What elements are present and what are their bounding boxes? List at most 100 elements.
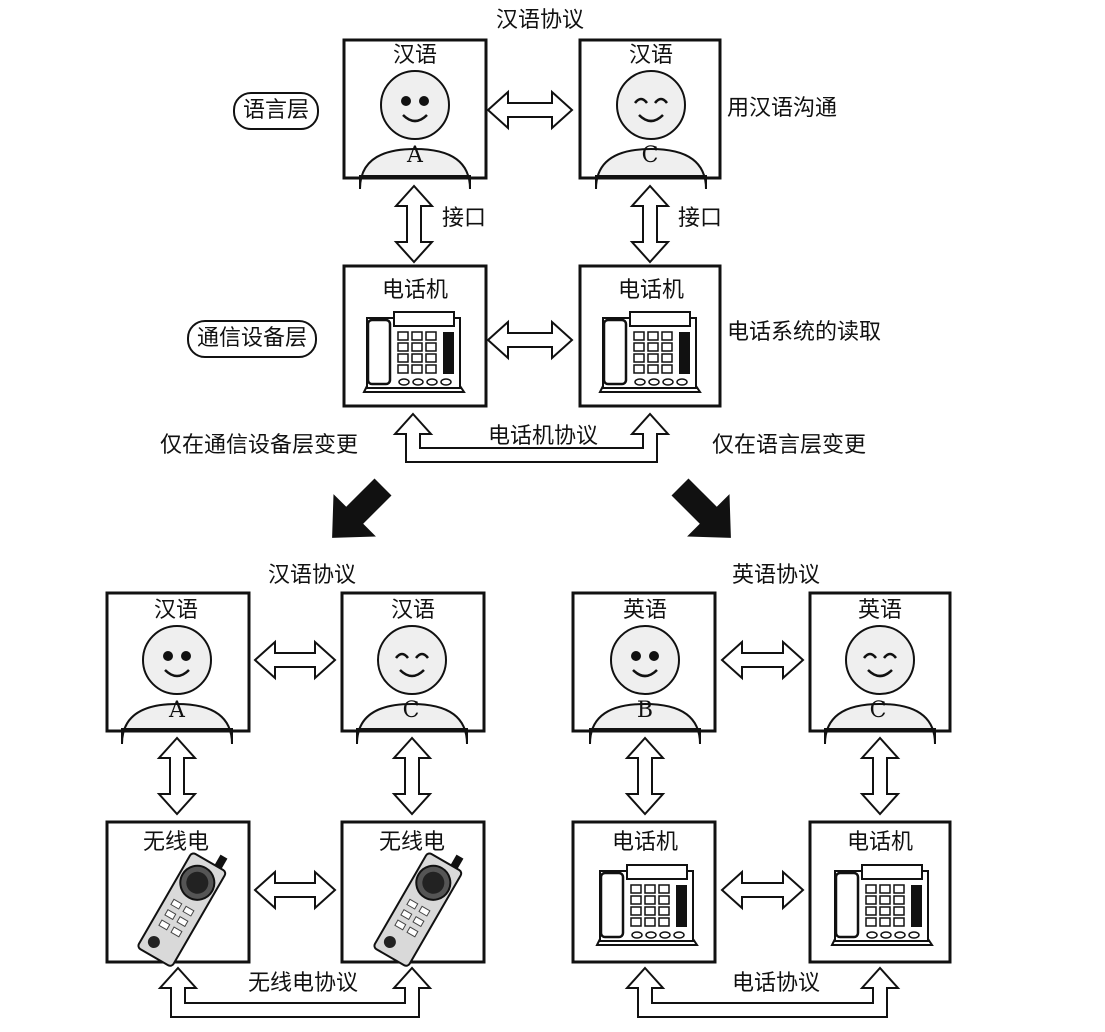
br-person-right-box xyxy=(808,591,952,733)
mouth xyxy=(632,669,658,678)
bl-radio-left-title: 无线电 xyxy=(142,830,210,855)
top-person-right-letter: C xyxy=(641,143,659,168)
top-person-right-box xyxy=(578,38,722,180)
head xyxy=(377,625,447,695)
eye-left xyxy=(163,651,173,661)
phone-key xyxy=(647,331,659,341)
speaker-grille xyxy=(679,332,690,374)
head xyxy=(142,625,212,695)
phone-key xyxy=(893,884,905,894)
top-phone-right-title: 电话机 xyxy=(617,278,685,303)
bl-radio-right-box xyxy=(340,820,486,964)
function-button xyxy=(440,378,452,386)
radio-key xyxy=(412,916,425,928)
br-person-left-title: 英语 xyxy=(622,598,668,623)
display xyxy=(626,864,688,880)
radio-button xyxy=(147,936,160,949)
top-language-arrow xyxy=(486,89,574,131)
bl-person-right-title: 汉语 xyxy=(390,598,436,623)
phone-key xyxy=(425,364,437,374)
bl-person-left-box xyxy=(105,591,251,733)
br-person-right-title: 英语 xyxy=(857,598,903,623)
phone-key xyxy=(397,331,409,341)
display xyxy=(629,311,691,327)
phone-key xyxy=(661,342,673,352)
interface-right-label: 接口 xyxy=(678,206,723,231)
radio-key xyxy=(170,926,183,938)
phone-key xyxy=(411,331,423,341)
radio-key xyxy=(394,919,407,931)
phone-key xyxy=(397,364,409,374)
body xyxy=(121,702,233,745)
phone-key xyxy=(865,895,877,905)
phone-key xyxy=(647,342,659,352)
phone-key xyxy=(633,331,645,341)
phone-key xyxy=(658,895,670,905)
head xyxy=(845,625,915,695)
br-phone-right-title: 电话机 xyxy=(846,830,914,855)
br-person-left-letter: B xyxy=(636,698,654,723)
top-person-left-letter: A xyxy=(407,143,423,168)
change-language-arrow xyxy=(671,478,731,538)
language-layer-description: 用汉语沟通 xyxy=(727,96,838,121)
body xyxy=(589,702,701,745)
eye-left xyxy=(634,97,648,104)
phone-key xyxy=(879,906,891,916)
top-interface-arrow-right xyxy=(629,184,671,264)
phone-key xyxy=(644,884,656,894)
eye-right xyxy=(649,651,659,661)
phone-key xyxy=(661,364,673,374)
phone-protocol-arrow xyxy=(392,412,671,463)
bl-person-right-letter: C xyxy=(402,698,420,723)
radio-body xyxy=(137,852,227,967)
function-button xyxy=(676,378,688,386)
phone-key xyxy=(865,917,877,927)
radio-body xyxy=(373,852,463,967)
device-layer-description: 电话系统的读取 xyxy=(727,320,882,345)
function-button xyxy=(631,931,643,939)
br-person-b xyxy=(589,625,701,745)
radio-key xyxy=(176,916,189,928)
bl-radio-left-box xyxy=(105,820,251,964)
phone-key xyxy=(397,353,409,363)
eye-right xyxy=(181,651,191,661)
head xyxy=(610,625,680,695)
phone-key xyxy=(893,906,905,916)
phone-key xyxy=(425,342,437,352)
top-phone-left-box xyxy=(342,264,488,408)
top-phone-right-box xyxy=(578,264,722,408)
phone-key xyxy=(630,895,642,905)
head xyxy=(380,70,450,140)
phone-key xyxy=(658,917,670,927)
radio-speaker-center xyxy=(422,871,445,894)
body xyxy=(824,702,936,745)
phone-key xyxy=(644,917,656,927)
bl-person-left-title: 汉语 xyxy=(153,598,199,623)
handset xyxy=(602,318,628,386)
phone-key xyxy=(879,917,891,927)
mouth xyxy=(867,669,893,678)
phone-key xyxy=(879,884,891,894)
br-phone-right-box xyxy=(808,820,952,964)
mouth xyxy=(402,114,428,123)
body xyxy=(595,147,707,190)
change-device-arrow xyxy=(332,478,392,538)
phone-key xyxy=(633,353,645,363)
eye-left xyxy=(863,652,877,659)
phone-key xyxy=(893,895,905,905)
handset xyxy=(366,318,392,386)
eye-right xyxy=(883,652,897,659)
language-layer-badge: 语言层 xyxy=(233,92,320,130)
top-person-left-box xyxy=(342,38,488,180)
phone-key xyxy=(630,917,642,927)
br-language-arrow xyxy=(720,639,805,681)
interface-left-label: 接口 xyxy=(442,206,487,231)
function-button xyxy=(880,931,892,939)
eye-right xyxy=(419,96,429,106)
radio-key xyxy=(170,898,183,910)
br-phone-left-box xyxy=(571,820,717,964)
top-phone-left-title: 电话机 xyxy=(381,278,449,303)
mouth xyxy=(638,114,664,123)
